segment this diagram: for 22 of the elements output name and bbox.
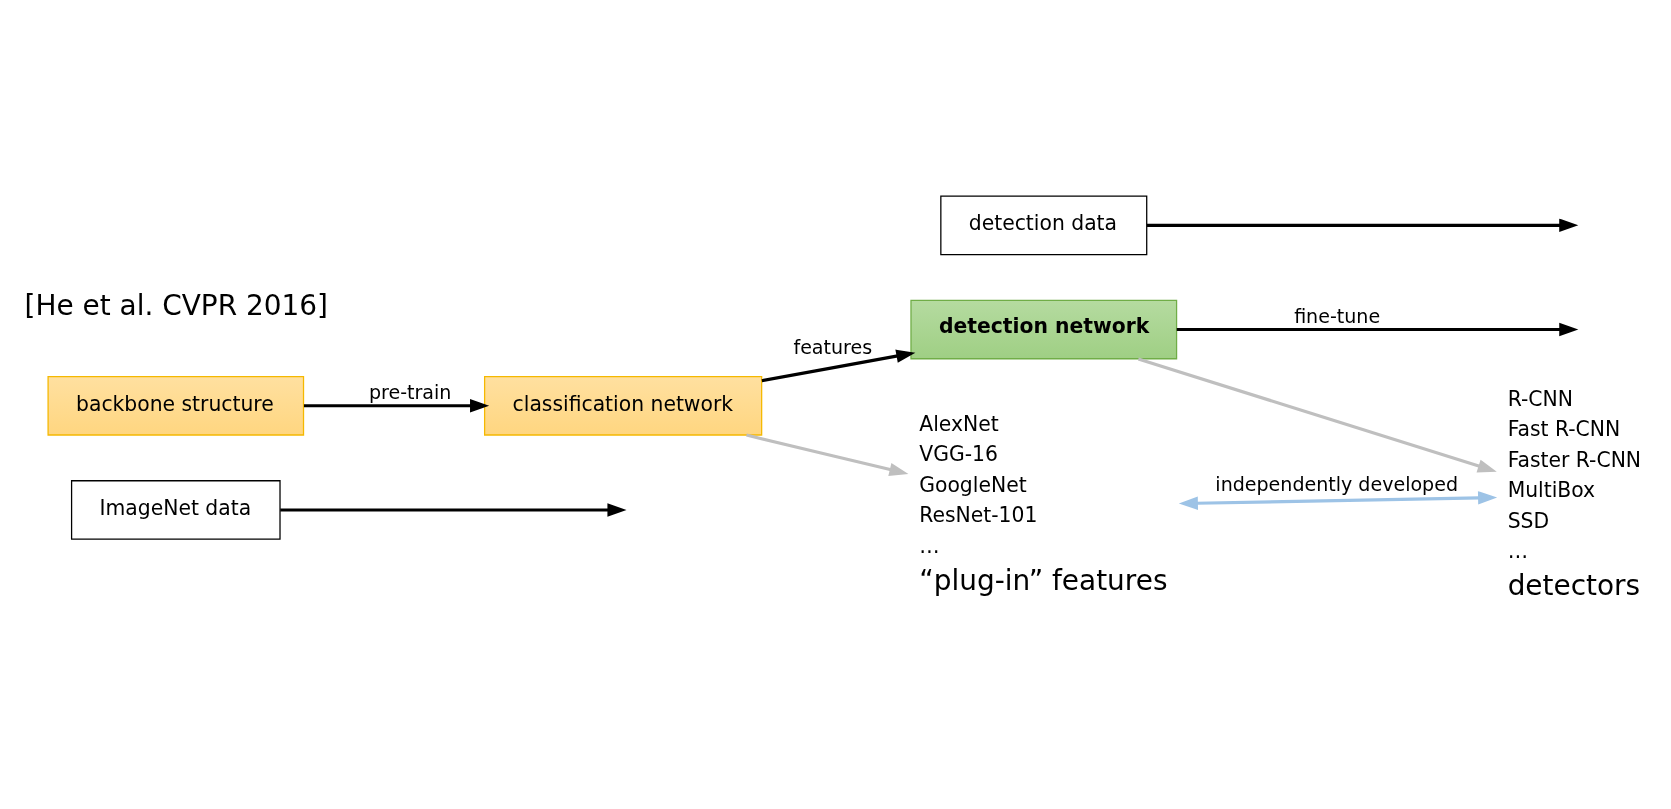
edge-label: pre-train (368, 381, 451, 404)
arrow (279, 503, 627, 517)
arrow (1178, 491, 1497, 510)
node-box: detection network (909, 299, 1177, 360)
arrow (745, 433, 908, 476)
node-box: classification network (483, 375, 762, 436)
arrow (1146, 218, 1578, 232)
arrow (1176, 322, 1578, 337)
node-text: R-CNN Fast R-CNN Faster R-CNN MultiBox SSD … (1507, 386, 1641, 564)
arrow (761, 349, 915, 383)
node-text: AlexNet VGG-16 GoogleNet ResNet-101 … (918, 411, 1037, 558)
node-label: detectors (1507, 568, 1640, 602)
edge-label: fine-tune (1293, 305, 1380, 328)
node-label: “plug-in” features (918, 563, 1167, 597)
edge-label: independently developed (1214, 472, 1458, 495)
label: [He et al. CVPR 2016] (24, 289, 328, 323)
node-box: backbone structure (46, 375, 304, 436)
edge-label: features (792, 335, 872, 358)
node-box: ImageNet data (70, 480, 281, 540)
node-box: detection data (939, 195, 1147, 256)
arrow (1137, 357, 1497, 473)
arrow (303, 399, 489, 413)
